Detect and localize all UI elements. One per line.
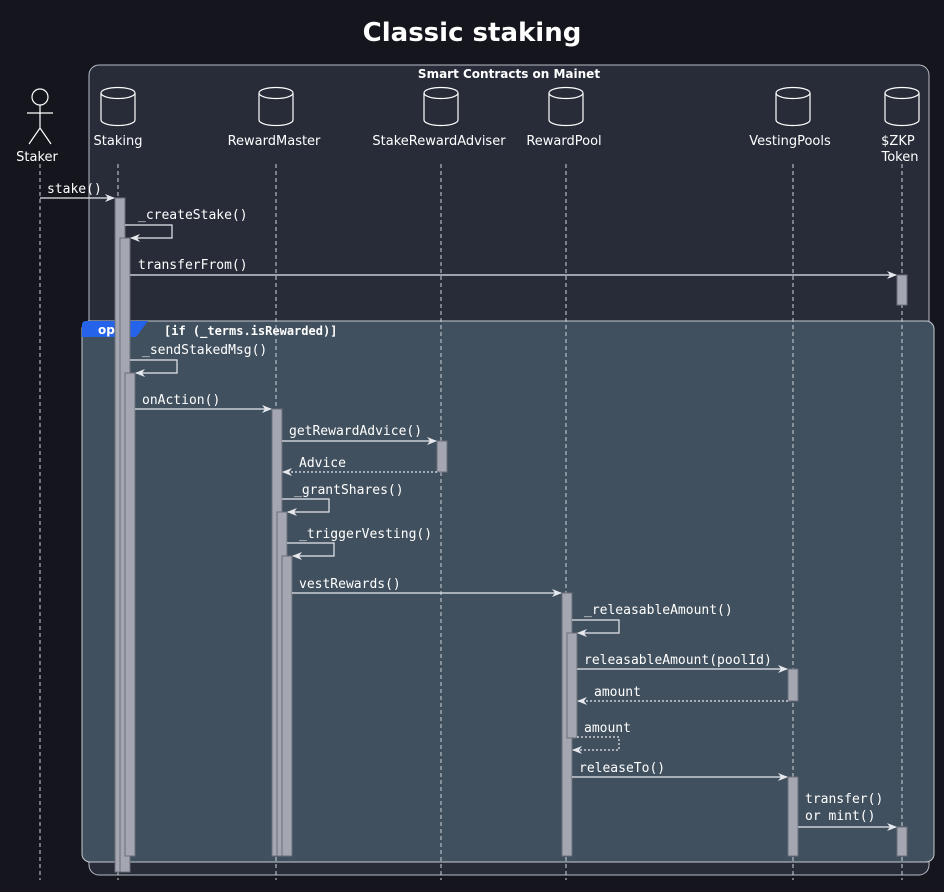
message-releasable-amount-pool-label: releasableAmount(poolId) [584, 653, 772, 668]
opt-fragment-box [81, 320, 935, 863]
activation-adviser-1 [436, 440, 448, 473]
message-create-stake-arrow [125, 224, 173, 242]
participant-label: RewardMaster [228, 134, 321, 149]
message-release-to-label: releaseTo() [579, 761, 665, 776]
participant-label: VestingPools [749, 134, 831, 149]
activation-reward-master-3 [281, 555, 293, 857]
participant-label: StakeRewardAdviser [372, 134, 506, 149]
message-label-line: transfer() [805, 792, 883, 807]
message-create-stake-label: _createStake() [138, 208, 248, 223]
message-stake-label: stake() [47, 182, 102, 197]
message-amount-self-return-arrow [572, 736, 620, 754]
activation-zkp-1 [896, 274, 908, 306]
message-releasable-amount-self-label: _releasableAmount() [584, 603, 733, 618]
participant-label-line: $ZKP [881, 134, 915, 149]
participant-staker: Staker [16, 88, 59, 165]
message-vest-rewards-label: vestRewards() [299, 577, 401, 592]
participant-vesting-pools: VestingPools [749, 86, 831, 149]
contracts-boundary-label: Smart Contracts on Mainet [418, 67, 600, 81]
actor-icon [27, 88, 53, 145]
message-grant-shares-label: _grantShares() [294, 483, 404, 498]
participant-reward-pool: RewardPool [526, 86, 602, 149]
participant-label: RewardPool [526, 134, 601, 149]
database-icon [258, 86, 294, 127]
database-icon [884, 86, 920, 127]
database-icon [100, 86, 136, 127]
activation-vesting-pools-1 [787, 668, 799, 702]
participant-label: $ZKP Token [881, 134, 919, 165]
message-on-action-label: onAction() [142, 393, 220, 408]
participant-zkp-token: $ZKP Token [881, 86, 920, 165]
participant-label: Staker [16, 150, 58, 165]
participant-reward-master: RewardMaster [228, 86, 321, 149]
participant-label: Staking [94, 134, 143, 149]
participant-stake-reward-adviser: StakeRewardAdviser [372, 86, 506, 149]
message-transfer-or-mint-label: transfer() or mint() [805, 792, 891, 824]
activation-staking-3 [124, 372, 136, 857]
database-icon [775, 86, 811, 127]
opt-fragment-condition: [if (_terms.isRewarded)] [164, 324, 337, 339]
activations [114, 197, 908, 873]
messages: stake() _createStake() transferFrom() _s… [40, 182, 897, 831]
message-trigger-vesting-arrow [287, 542, 335, 560]
message-amount-return-label: amount [594, 685, 641, 700]
activation-zkp-2 [896, 826, 908, 857]
message-transfer-from-label: transferFrom() [138, 258, 248, 273]
message-send-staked-msg-arrow [130, 359, 178, 377]
message-advice-label: Advice [299, 456, 346, 471]
participant-label-line: Token [881, 150, 919, 165]
message-releasable-amount-self-arrow [572, 619, 620, 637]
database-icon [423, 86, 459, 127]
message-grant-shares-arrow [282, 498, 330, 516]
activation-vesting-pools-2 [787, 776, 799, 857]
activation-reward-pool-2 [566, 632, 578, 739]
database-icon [548, 86, 584, 127]
message-amount-self-return-label: amount [584, 721, 631, 736]
message-trigger-vesting-label: _triggerVesting() [299, 527, 432, 542]
diagram-title: Classic staking [362, 18, 582, 48]
message-label-line: or mint() [805, 809, 875, 824]
message-send-staked-msg-label: _sendStakedMsg() [142, 343, 267, 358]
message-get-reward-advice-label: getRewardAdvice() [289, 424, 422, 439]
participant-staking: Staking [94, 86, 143, 149]
